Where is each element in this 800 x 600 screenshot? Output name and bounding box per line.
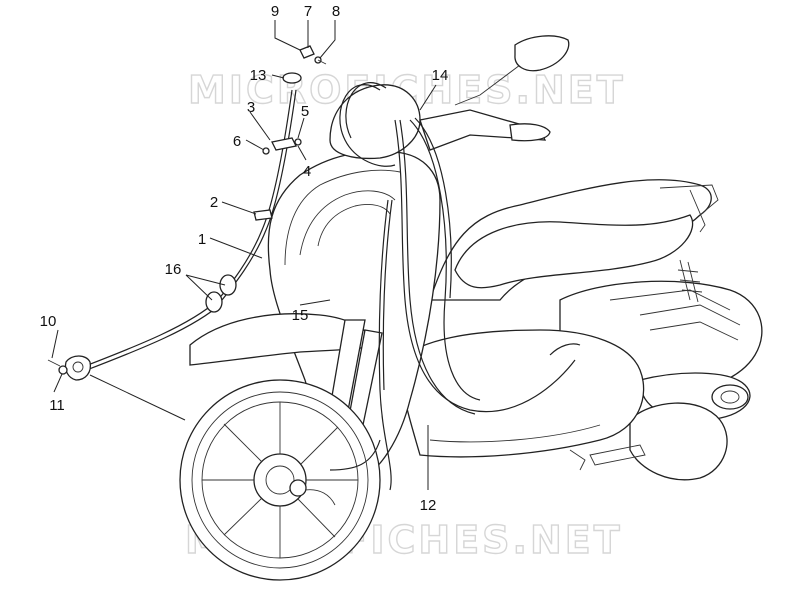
callout-11: 11 [49, 397, 65, 414]
callout-3: 3 [247, 99, 255, 116]
callout-10: 10 [40, 313, 57, 330]
callout-labels: 9 7 8 13 14 3 5 6 4 2 1 16 15 10 11 12 [40, 3, 449, 514]
callout-13: 13 [250, 67, 267, 84]
callout-12: 12 [420, 497, 437, 514]
callout-1: 1 [198, 231, 206, 248]
callout-9: 9 [271, 3, 279, 20]
callout-14: 14 [432, 67, 449, 84]
callout-4: 4 [303, 163, 311, 180]
callout-16: 16 [165, 261, 182, 278]
callout-7: 7 [304, 3, 312, 20]
callout-8: 8 [332, 3, 340, 20]
callout-2: 2 [210, 194, 218, 211]
leader-lines [51, 20, 437, 490]
callout-5: 5 [301, 103, 309, 120]
callout-15: 15 [292, 307, 309, 324]
callout-6: 6 [233, 133, 241, 150]
scooter-body [179, 35, 763, 581]
small-parts [47, 45, 327, 381]
